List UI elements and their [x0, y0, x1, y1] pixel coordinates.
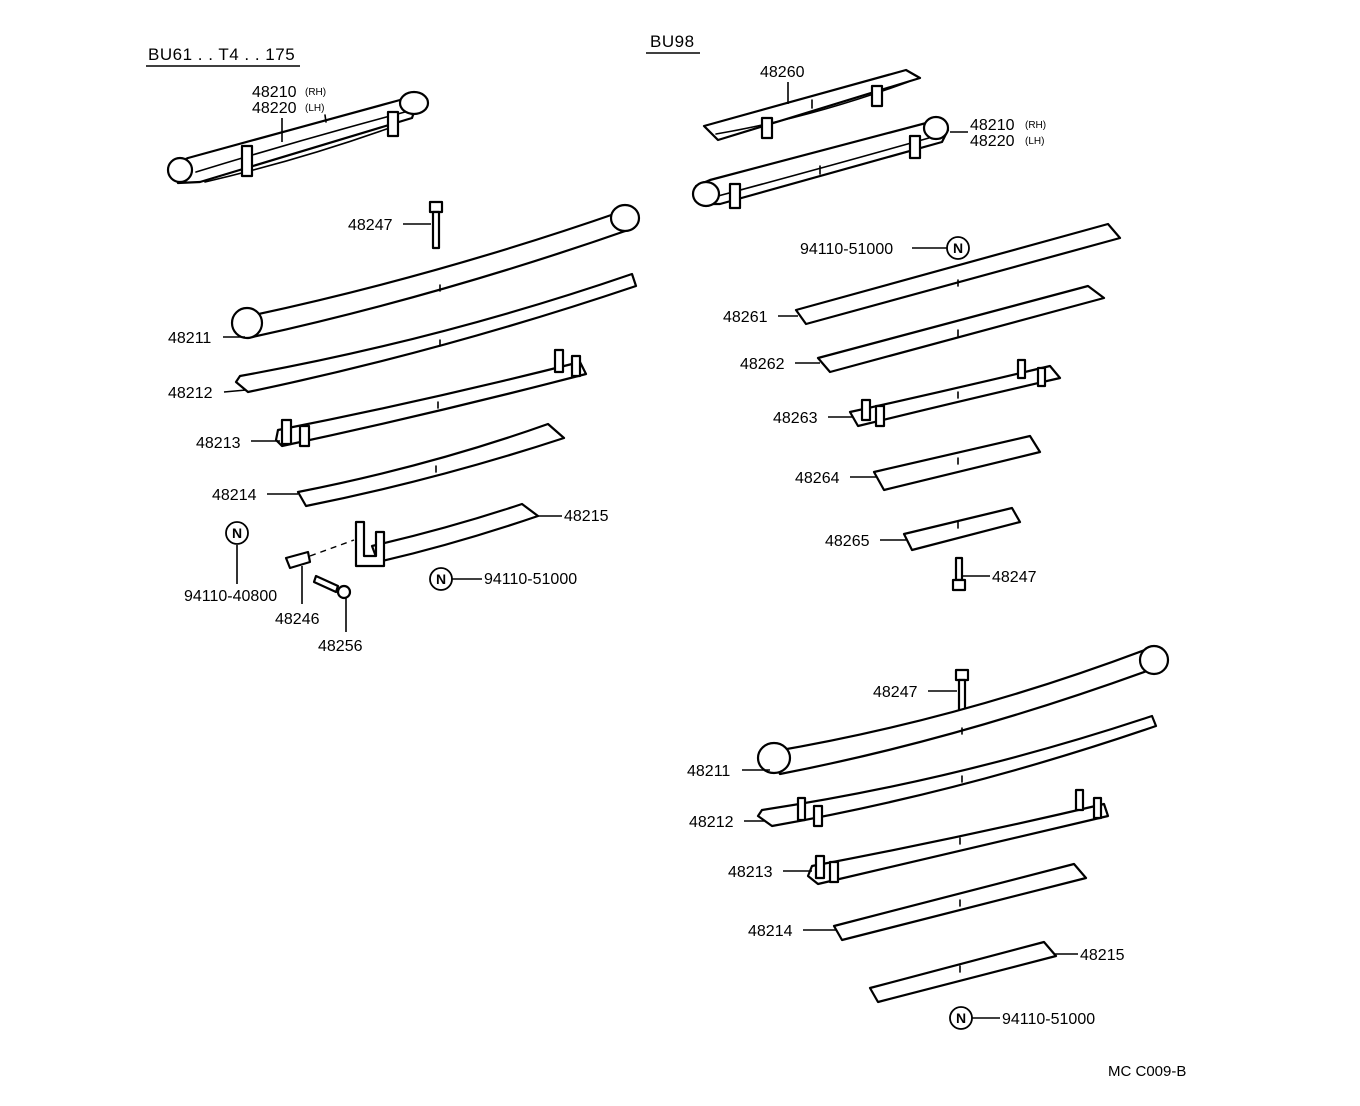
left-n-symbol-text: N [232, 525, 242, 541]
right-assembly-lh-suffix: (LH) [1025, 136, 1044, 147]
left-spring-assembly [166, 90, 430, 185]
left-leaf-48213 [274, 348, 588, 448]
left-n-part-label: 94110-40800 [184, 588, 277, 605]
left-n-symbol [225, 521, 249, 545]
right-upper-group: BU98 48260 48210 (RH) 48220 (LH) 94110- [646, 32, 1122, 592]
right-upper-n-symbol-text: N [953, 240, 963, 256]
right-leaf-48262 [816, 284, 1106, 374]
left-bolt-48247 [428, 200, 444, 250]
right-leaf-5-label: 48265 [825, 533, 870, 550]
left-assembly-rh-label: 48210 [252, 84, 297, 101]
right-upper-n-symbol [946, 236, 970, 260]
right-leaf-48265 [902, 506, 1022, 552]
right-leaf-48261 [794, 222, 1122, 326]
right-lower-bolt-label: 48247 [873, 684, 918, 701]
left-assembly-lh-label: 48220 [252, 100, 297, 117]
right-leaf-1-label: 48261 [723, 309, 768, 326]
right-lower-leaf-48214 [832, 862, 1088, 942]
left-leaf-48211 [230, 203, 641, 340]
right-lower-group: 48247 48211 48212 48213 [687, 644, 1170, 1030]
right-assembly-rh-label: 48210 [970, 117, 1015, 134]
right-group-header: BU98 [650, 32, 695, 51]
left-leaf-48212 [234, 272, 638, 394]
left-spacer-48246 [284, 539, 355, 570]
right-spring-assembly [691, 115, 950, 210]
right-assembly-rh-suffix: (RH) [1025, 120, 1046, 131]
left-leaf-2-label: 48212 [168, 385, 213, 402]
right-lower-leaf-1-label: 48211 [687, 763, 730, 780]
left-bolt-label: 48247 [348, 217, 393, 234]
left-assembly-lh-suffix: (LH) [305, 103, 324, 114]
left-leaf-3-label: 48213 [196, 435, 241, 452]
left-clip-bolt-48256 [312, 574, 352, 600]
right-lower-nut-label: 94110-51000 [1002, 1011, 1095, 1028]
left-group-header: BU61 . . T4 . . 175 [148, 45, 295, 64]
reference-code: MC C009-B [1108, 1063, 1186, 1080]
left-spacer-label: 48246 [275, 611, 320, 628]
right-lower-leaf-48213 [806, 788, 1110, 886]
right-top-assembly-48260 [702, 68, 922, 142]
right-assembly-lh-label: 48220 [970, 133, 1015, 150]
right-lower-leaf-3-label: 48213 [728, 864, 773, 881]
right-leaf-3-label: 48263 [773, 410, 818, 427]
left-group: BU61 . . T4 . . 175 48210 (RH) 48220 (LH… [146, 45, 641, 655]
left-leaf-48215 [354, 502, 540, 568]
left-nut-label: 94110-51000 [484, 571, 577, 588]
right-lower-leaf-48212 [756, 714, 1158, 828]
right-top-assembly-label: 48260 [760, 64, 805, 81]
left-leaf-5-label: 48215 [564, 508, 609, 525]
right-lower-leaf-4-label: 48214 [748, 923, 793, 940]
left-leaf-48214 [296, 422, 566, 508]
right-leaf-48264 [872, 434, 1042, 492]
right-leaf-4-label: 48264 [795, 470, 840, 487]
right-lower-n-symbol-text: N [956, 1010, 966, 1026]
left-assembly-rh-suffix: (RH) [305, 87, 326, 98]
left-clip-bolt-label: 48256 [318, 638, 363, 655]
right-lower-leaf-5-label: 48215 [1080, 947, 1125, 964]
right-leaf-48263 [848, 358, 1062, 428]
right-lower-leaf-48215 [868, 940, 1058, 1004]
left-leaf-1-label: 48211 [168, 330, 211, 347]
right-lower-leaf-48211 [756, 644, 1170, 776]
right-lower-leaf-2-label: 48212 [689, 814, 734, 831]
right-upper-bolt-48247 [951, 556, 967, 592]
left-leaf-4-label: 48214 [212, 487, 257, 504]
right-upper-nut-label: 94110-51000 [800, 241, 893, 258]
left-nut-n-symbol-text: N [436, 571, 446, 587]
right-upper-bolt-label: 48247 [992, 569, 1037, 586]
right-leaf-2-label: 48262 [740, 356, 785, 373]
